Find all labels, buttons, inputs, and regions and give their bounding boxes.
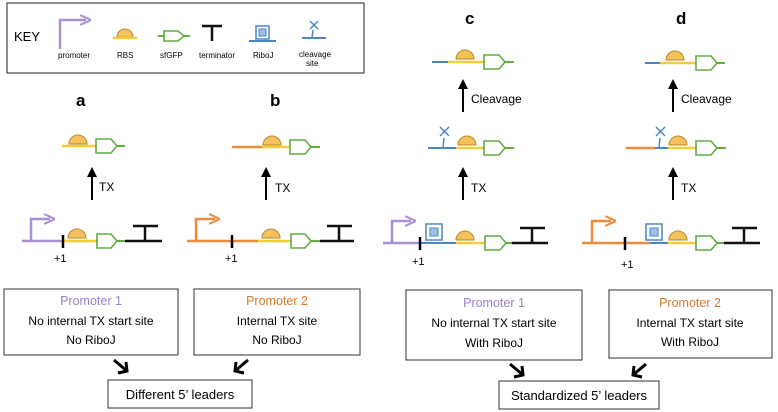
key-title: KEY xyxy=(14,29,40,44)
panel-c: Cleavage TX +1 xyxy=(383,49,548,268)
plus1-label-d: +1 xyxy=(621,259,634,271)
converge-arrow-left-2 xyxy=(233,358,249,375)
cleaved-transcript-c xyxy=(432,49,514,70)
cleaved-transcript-d xyxy=(645,50,725,71)
transcript-a xyxy=(62,134,125,154)
tx-label-c: TX xyxy=(471,181,486,195)
box-line2-3: With RiboJ xyxy=(465,336,523,350)
transcript-c xyxy=(428,126,514,156)
terminator-icon xyxy=(202,24,222,41)
box-title-3: Promoter 1 xyxy=(463,296,525,310)
panel-letter-d: d xyxy=(676,9,686,28)
box-line1-4: Internal TX start site xyxy=(636,316,743,330)
sfgfp-icon xyxy=(158,30,190,42)
plus1-label-b: +1 xyxy=(225,253,238,265)
panel-d: Cleavage TX +1 xyxy=(582,50,760,271)
cleavage-site-icon xyxy=(302,20,326,39)
converge-arrow-right-1 xyxy=(509,362,525,379)
result-box-right: Standardized 5’ leaders xyxy=(498,380,660,410)
cleavage-label-d: Cleavage xyxy=(681,92,732,106)
panel-letter-b: b xyxy=(270,91,280,110)
box-line1-2: Internal TX site xyxy=(237,314,318,328)
box-title-1: Promoter 1 xyxy=(60,294,122,308)
cleavage-site-icon xyxy=(439,126,450,149)
construct-b xyxy=(187,219,354,249)
plus1-label-c: +1 xyxy=(412,256,425,268)
cleavage-label-c: Cleavage xyxy=(471,92,522,106)
box-line2-1: No RiboJ xyxy=(66,333,115,347)
key-label-cleavage: cleavage xyxy=(299,50,332,59)
condition-box-4: Promoter 2 Internal TX start site With R… xyxy=(608,289,773,359)
result-right: Standardized 5’ leaders xyxy=(511,388,648,403)
construct-c xyxy=(383,221,548,251)
key-box: KEY promoter RBS sfGFP terminator RiboJ xyxy=(6,2,365,74)
condition-box-2: Promoter 2 Internal TX site No RiboJ xyxy=(193,288,361,356)
result-left: Different 5’ leaders xyxy=(126,387,235,402)
converge-arrow-right-2 xyxy=(631,362,647,379)
transcript-b xyxy=(232,135,320,155)
rbs-icon xyxy=(113,28,137,40)
cleavage-site-icon xyxy=(655,126,666,149)
key-label-riboj: RiboJ xyxy=(253,51,273,60)
converge-arrow-left-1 xyxy=(113,358,129,375)
result-box-left: Different 5’ leaders xyxy=(107,379,253,409)
panel-letter-c: c xyxy=(465,9,474,28)
box-title-4: Promoter 2 xyxy=(659,296,721,310)
box-title-2: Promoter 2 xyxy=(246,294,308,308)
riboj-icon xyxy=(249,25,276,42)
panel-b: TX +1 xyxy=(187,135,354,265)
plus1-label-a: +1 xyxy=(54,253,67,265)
promoter-icon xyxy=(58,20,86,49)
condition-box-3: Promoter 1 No internal TX start site Wit… xyxy=(405,289,583,361)
key-label-rbs: RBS xyxy=(117,51,133,60)
panel-letter-a: a xyxy=(76,91,86,110)
box-line2-2: No RiboJ xyxy=(252,333,301,347)
key-label-promoter: promoter xyxy=(58,51,90,60)
condition-box-1: Promoter 1 No internal TX start site No … xyxy=(3,288,179,356)
key-label-site: site xyxy=(306,59,319,68)
construct-a xyxy=(22,219,162,249)
transcript-d xyxy=(626,126,726,156)
key-label-terminator: terminator xyxy=(199,51,235,60)
key-label-sfgfp: sfGFP xyxy=(160,51,183,60)
panel-a: TX +1 xyxy=(22,134,162,265)
box-line2-4: With RiboJ xyxy=(661,335,719,349)
box-line1-3: No internal TX start site xyxy=(431,316,556,330)
construct-d xyxy=(582,221,760,251)
tx-label-d: TX xyxy=(681,181,696,195)
tx-label-b: TX xyxy=(275,181,290,195)
tx-label-a: TX xyxy=(99,180,114,194)
box-line1-1: No internal TX start site xyxy=(28,314,153,328)
